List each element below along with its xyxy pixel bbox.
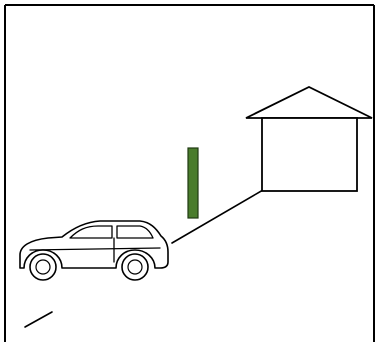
car-front-wheel: [30, 254, 56, 280]
car-rear-wheel: [122, 254, 148, 280]
garage-roof: [246, 87, 372, 118]
car-icon: [20, 221, 168, 280]
garage-body: [262, 118, 357, 191]
green-post-icon: [188, 148, 198, 218]
path-line-upper: [172, 190, 263, 243]
path-line-lower: [25, 312, 52, 327]
garage-icon: [246, 87, 372, 191]
